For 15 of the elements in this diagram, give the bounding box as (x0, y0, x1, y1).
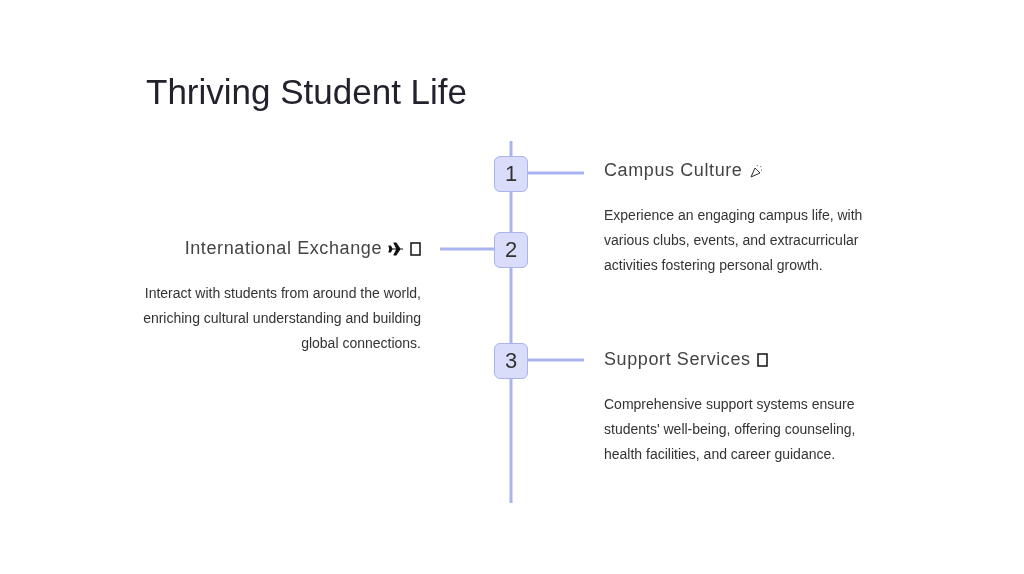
section-heading: International Exchange (184, 238, 382, 259)
section-heading: Campus Culture (604, 160, 743, 181)
section-description: Interact with students from around the world, enriching cultural understanding and building global connections. (142, 284, 421, 353)
slide-title: Thriving Student Life (146, 72, 467, 112)
section-heading: Support Services (604, 349, 751, 370)
connector-line (440, 247, 494, 251)
step-number-box: 3 (494, 343, 528, 379)
step-number-box: 1 (494, 156, 528, 192)
section-description: Experience an engaging campus life, with various clubs, events, and extracurricular activities fostering personal growth. (604, 206, 864, 275)
step-number-box: 2 (494, 232, 528, 268)
connector-line (509, 192, 513, 232)
connector-line (528, 171, 584, 175)
connector-line (509, 268, 513, 343)
section-description: Comprehensive support systems ensure students' well-being, offering counseling, health facilities, and career guidance. (604, 395, 857, 464)
connector-line (528, 358, 584, 362)
